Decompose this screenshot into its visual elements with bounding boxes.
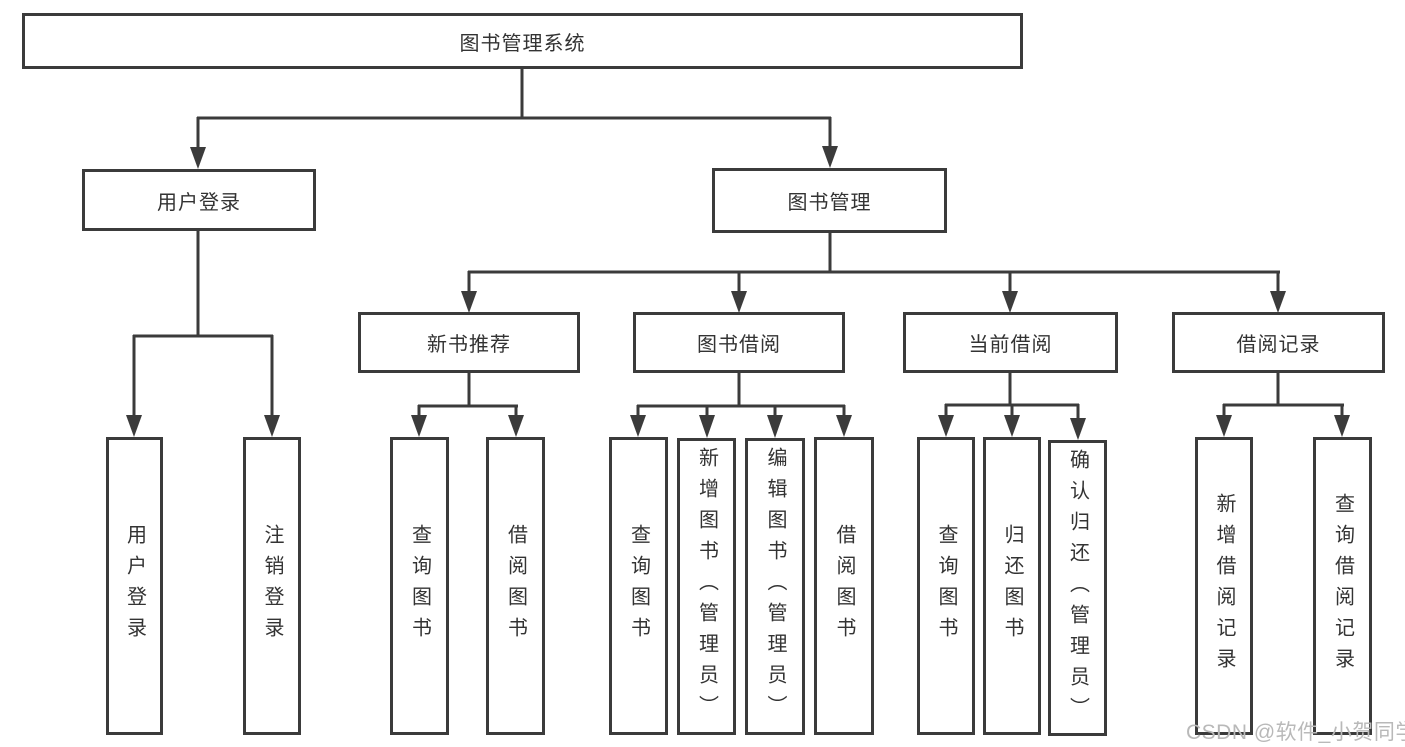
leaf-borrow-query-books: 查询图书: [609, 437, 668, 735]
leaf-newrec-borrow-books: 借阅图书: [486, 437, 545, 735]
node-borrow-records: 借阅记录: [1172, 312, 1385, 373]
leaf-borrow-add-books-admin: 新增图书（管理员）: [677, 438, 736, 735]
leaf-user-login: 用户登录: [106, 437, 163, 735]
node-current-borrow: 当前借阅: [903, 312, 1118, 373]
watermark: CSDN @软件_小贺同学: [1186, 721, 1405, 744]
node-user-login: 用户登录: [82, 169, 316, 231]
leaf-logout: 注销登录: [243, 437, 301, 735]
node-new-book-recommend: 新书推荐: [358, 312, 580, 373]
node-book-borrow: 图书借阅: [633, 312, 845, 373]
leaf-newrec-query-books: 查询图书: [390, 437, 449, 735]
leaf-records-add-record: 新增借阅记录: [1195, 437, 1253, 735]
leaf-current-return-books: 归还图书: [983, 437, 1041, 735]
leaf-current-confirm-return-admin: 确认归还（管理员）: [1048, 440, 1107, 736]
arrowhead-icons: [126, 146, 1350, 440]
leaf-borrow-edit-books-admin: 编辑图书（管理员）: [745, 438, 805, 735]
node-book-management-system: 图书管理系统: [22, 13, 1023, 69]
leaf-current-query-books: 查询图书: [917, 437, 975, 735]
leaf-borrow-borrow-books: 借阅图书: [814, 437, 874, 735]
node-book-management: 图书管理: [712, 168, 947, 233]
leaf-records-query-record: 查询借阅记录: [1313, 437, 1372, 735]
